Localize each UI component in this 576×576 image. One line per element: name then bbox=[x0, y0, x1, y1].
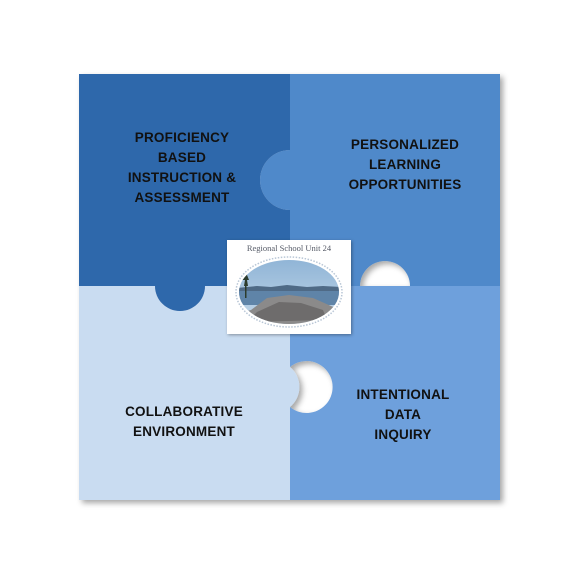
label-line: INSTRUCTION & bbox=[127, 170, 237, 185]
piece-label-top-left: PROFICIENCY BASED INSTRUCTION & ASSESSME… bbox=[108, 128, 256, 208]
logo-landscape-image bbox=[235, 256, 343, 328]
label-line: DATA bbox=[384, 407, 422, 422]
label-line: ENVIRONMENT bbox=[133, 424, 235, 439]
logo-title: Regional School Unit 24 bbox=[246, 243, 332, 253]
label-line: BASED bbox=[157, 150, 207, 165]
school-logo: Regional School Unit 24 bbox=[227, 240, 351, 334]
label-line: PERSONALIZED bbox=[350, 137, 460, 152]
label-line: ASSESSMENT bbox=[134, 190, 230, 205]
puzzle-piece-bottom-left bbox=[79, 286, 300, 500]
label-line: INQUIRY bbox=[374, 427, 432, 442]
label-line: OPPORTUNITIES bbox=[348, 177, 462, 192]
puzzle-piece-top-right bbox=[260, 74, 500, 286]
label-line: LEARNING bbox=[368, 157, 442, 172]
piece-label-top-right: PERSONALIZED LEARNING OPPORTUNITIES bbox=[330, 135, 480, 195]
puzzle-piece-bottom-right bbox=[290, 286, 500, 500]
label-line: PROFICIENCY bbox=[134, 130, 230, 145]
piece-label-bottom-right: INTENTIONAL DATA INQUIRY bbox=[330, 385, 476, 445]
label-line: COLLABORATIVE bbox=[125, 404, 243, 419]
label-line: INTENTIONAL bbox=[356, 387, 450, 402]
piece-label-bottom-left: COLLABORATIVE ENVIRONMENT bbox=[110, 402, 258, 442]
